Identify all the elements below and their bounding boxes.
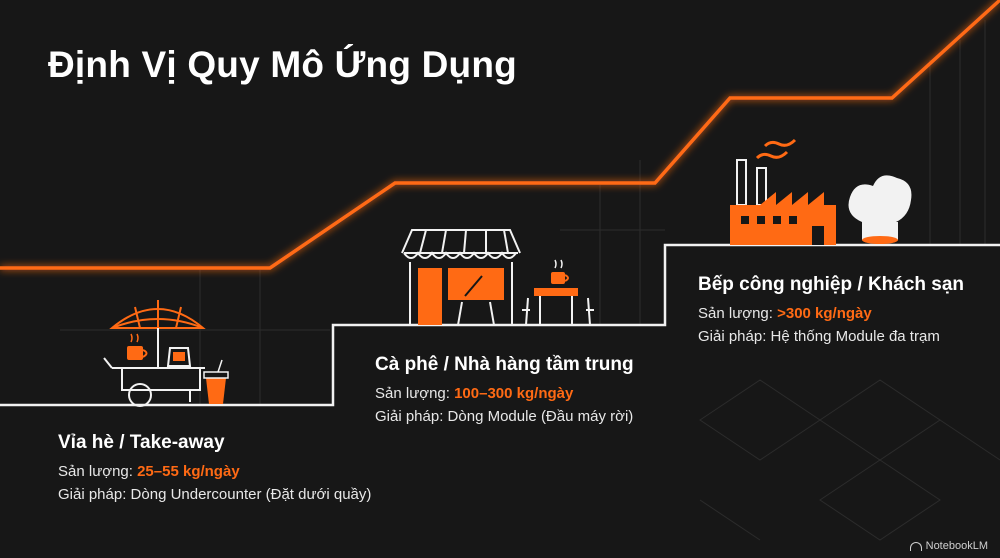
tier-street-takeaway: Vỉa hè / Take-away Sản lượng: 25–55 kg/n… <box>58 432 371 509</box>
tier-solution: Giải pháp: Dòng Module (Đầu máy rời) <box>375 408 634 425</box>
notebooklm-badge: NotebookLM <box>909 540 988 552</box>
output-value: 25–55 kg/ngày <box>137 463 240 480</box>
badge-label: NotebookLM <box>925 540 988 552</box>
stairs-outline <box>0 243 1000 407</box>
tier-output: Sản lượng: 25–55 kg/ngày <box>58 463 371 480</box>
coffee-cup-icon <box>127 333 148 360</box>
tier-solution: Giải pháp: Dòng Undercounter (Đặt dưới q… <box>58 486 372 503</box>
tier-output: Sản lượng: >300 kg/ngày <box>698 305 964 322</box>
output-value: 100–300 kg/ngày <box>454 385 574 402</box>
tier-cafe-restaurant: Cà phê / Nhà hàng tầm trung Sản lượng: 1… <box>375 354 634 431</box>
kettle-icon <box>166 347 192 367</box>
tier-industrial-hotel: Bếp công nghiệp / Khách sạn Sản lượng: >… <box>698 274 964 351</box>
street-cart-icon <box>103 300 206 407</box>
notebooklm-logo-icon <box>909 541 922 551</box>
storefront-icon <box>401 229 521 326</box>
output-value: >300 kg/ngày <box>777 305 872 322</box>
cafe-table-icon <box>522 288 594 326</box>
tier-output: Sản lượng: 100–300 kg/ngày <box>375 385 634 402</box>
output-label: Sản lượng: <box>375 385 455 402</box>
tier-solution: Giải pháp: Hệ thống Module đa trạm <box>698 328 940 345</box>
output-label: Sản lượng: <box>58 463 138 480</box>
takeaway-cup-icon <box>203 359 229 404</box>
background-grid <box>60 20 1000 541</box>
tier-name: Cà phê / Nhà hàng tầm trung <box>375 354 634 375</box>
output-label: Sản lượng: <box>698 305 778 322</box>
tier-name: Vỉa hè / Take-away <box>58 432 225 453</box>
coffee-cup-icon <box>551 259 569 284</box>
factory-icon <box>730 138 836 245</box>
page-title: Định Vị Quy Mô Ứng Dụng <box>48 44 517 85</box>
chef-hat-icon <box>848 175 912 244</box>
growth-line <box>0 0 1000 270</box>
tier-name: Bếp công nghiệp / Khách sạn <box>698 274 965 295</box>
